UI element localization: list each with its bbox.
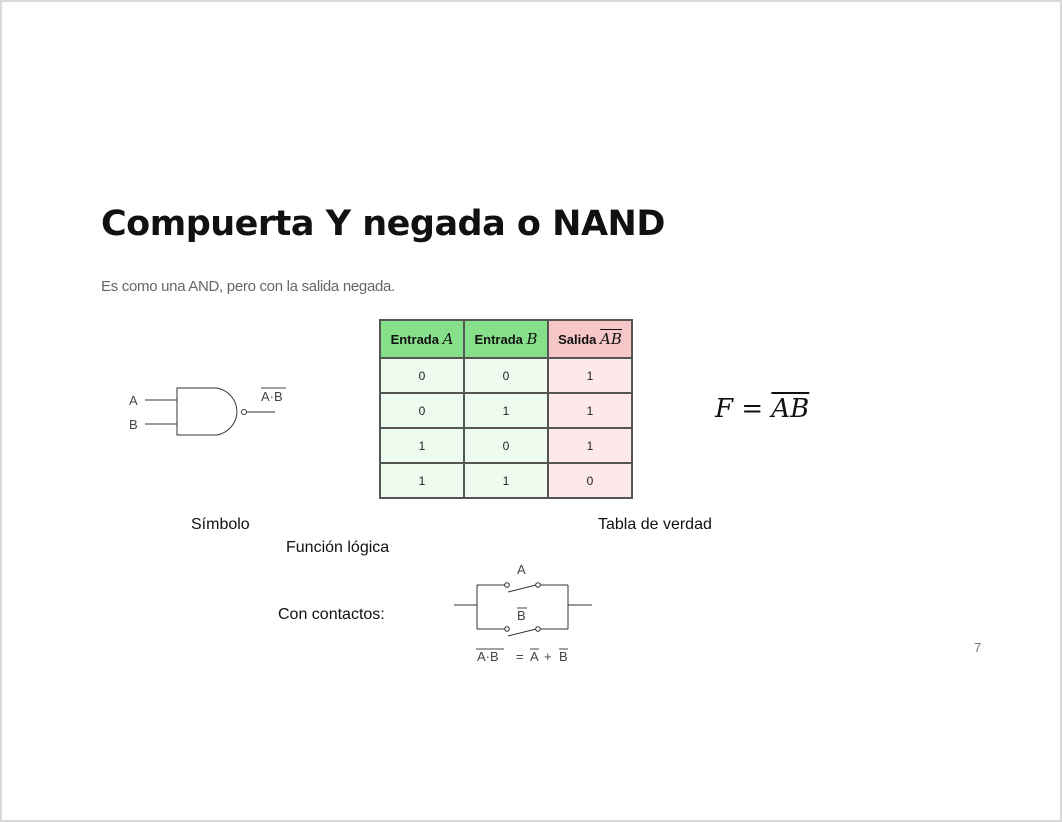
switch-a	[507, 584, 537, 593]
cell: 1	[547, 427, 633, 464]
cell: 1	[547, 392, 633, 429]
gate-input-b-label: B	[129, 417, 138, 432]
eq-lhs: A·B	[477, 649, 499, 664]
header-entrada-a: Entrada A	[379, 319, 465, 359]
header-entrada-b: Entrada B	[463, 319, 549, 359]
cell: 1	[463, 462, 549, 499]
eq-b: B	[559, 649, 568, 664]
contact-a-label: A	[517, 562, 526, 577]
contact-b-label: B	[517, 608, 526, 623]
nand-gate-symbol: A B A·B	[129, 387, 286, 436]
caption-symbol: Símbolo	[191, 516, 250, 533]
nand-formula: F = AB	[715, 394, 810, 424]
cell: 0	[463, 427, 549, 464]
caption-logic-function: Función lógica	[286, 539, 390, 556]
gate-input-a-label: A	[129, 393, 138, 408]
cell: 0	[379, 357, 465, 394]
cell: 1	[547, 357, 633, 394]
slide-subtitle: Es como una AND, pero con la salida nega…	[101, 278, 395, 295]
page-number: 7	[974, 640, 982, 655]
slide-title: Compuerta Y negada o NAND	[101, 204, 665, 244]
cell: 0	[547, 462, 633, 499]
cell: 1	[379, 427, 465, 464]
caption-contacts: Con contactos:	[278, 606, 385, 623]
caption-truth-table: Tabla de verdad	[598, 516, 712, 533]
switch-b	[507, 628, 537, 637]
table-header-row: Entrada A Entrada B Salida AB	[379, 319, 633, 359]
eq-equals: =	[516, 649, 524, 664]
cell: 0	[463, 357, 549, 394]
contacts-diagram: A B A·B = A + B	[454, 562, 592, 664]
eq-a: A	[530, 649, 539, 664]
header-salida: Salida AB	[547, 319, 633, 359]
cell: 0	[379, 392, 465, 429]
cell: 1	[379, 462, 465, 499]
negation-bubble	[241, 409, 247, 415]
gate-output-label: A·B	[261, 389, 283, 404]
eq-plus: +	[544, 649, 552, 664]
and-gate-body	[176, 387, 238, 436]
cell: 1	[463, 392, 549, 429]
